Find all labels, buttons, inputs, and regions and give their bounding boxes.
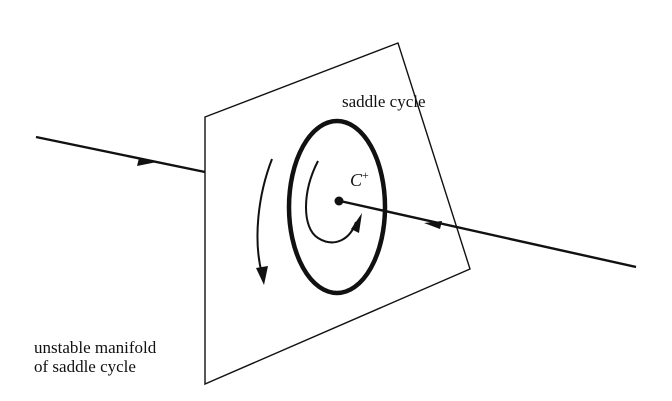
incoming-trajectory-right-arrow	[424, 221, 442, 229]
outer-manifold-trajectory	[256, 158, 273, 275]
inner-spiral-arrow	[351, 213, 362, 233]
outer-manifold-arrow	[256, 266, 268, 285]
fixed-point-sign: +	[362, 168, 369, 182]
unstable-manifold-label-line2: of saddle cycle	[34, 357, 136, 376]
incoming-trajectory-left	[35, 135, 206, 174]
fixed-point-letter: C	[350, 170, 363, 190]
fixed-point-label: C+	[350, 168, 369, 191]
inner-spiral-trajectory	[305, 160, 357, 244]
fixed-point-c-plus	[334, 196, 344, 206]
unstable-manifold-label: unstable manifold of saddle cycle	[34, 338, 156, 376]
unstable-manifold-label-line1: unstable manifold	[34, 338, 157, 357]
saddle-cycle-label: saddle cycle	[342, 92, 426, 111]
unstable-manifold-plane	[204, 42, 471, 386]
incoming-trajectory-left-arrow	[137, 158, 157, 166]
incoming-trajectory-right	[339, 199, 637, 269]
saddle-cycle-orbit	[286, 118, 388, 296]
